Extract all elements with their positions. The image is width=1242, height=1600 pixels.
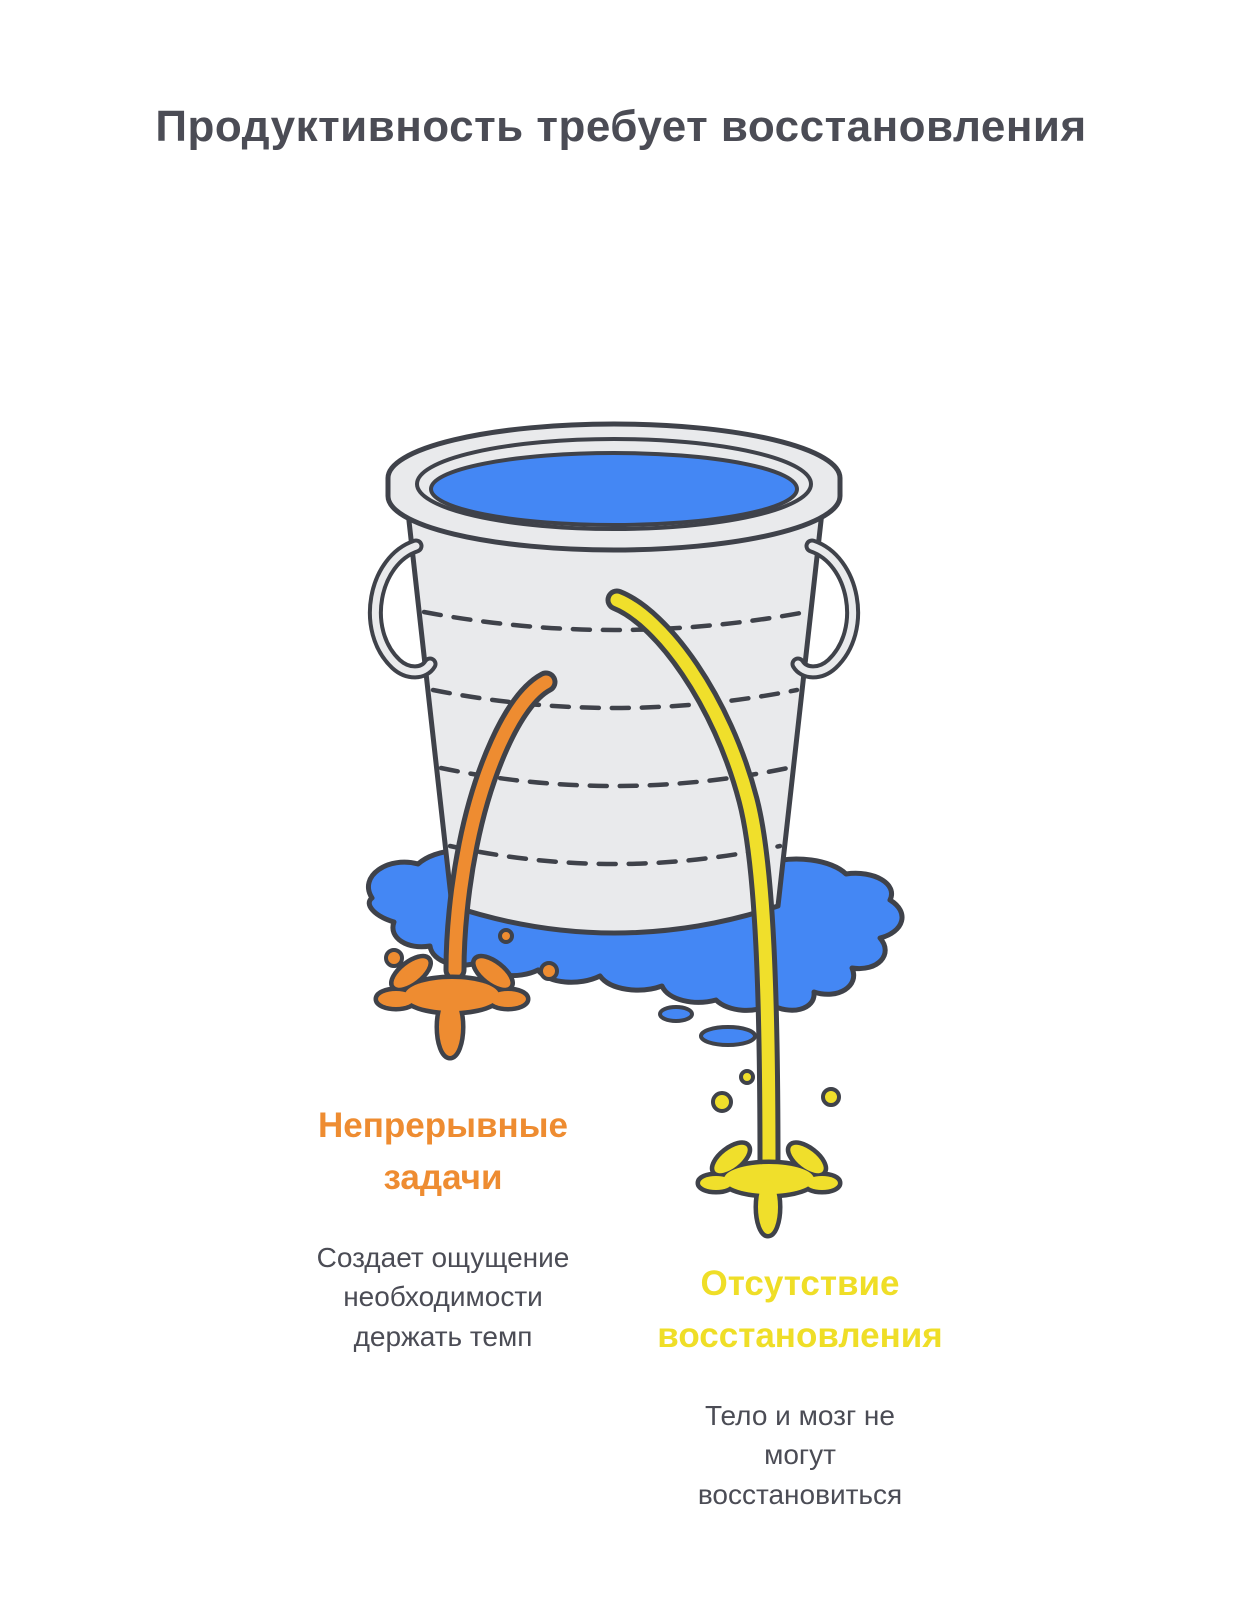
no-recovery-heading: Отсутствие восстановления — [657, 1264, 943, 1355]
bucket-icon — [367, 421, 861, 936]
yellow-droplet-icon — [739, 1069, 755, 1085]
puddle-blob — [699, 1025, 757, 1047]
orange-droplet-icon — [498, 928, 514, 944]
orange-droplet-icon — [539, 961, 559, 981]
bucket-dashed-line — [421, 609, 809, 633]
continuous-tasks-description: Создает ощущение необходимости держать т… — [316, 1241, 570, 1353]
bucket-handle-left — [367, 538, 438, 680]
page-title: Продуктивность требует восстановления — [155, 102, 1087, 151]
bucket-dashed-line — [447, 843, 783, 867]
continuous-tasks-stream-icon — [378, 670, 559, 1056]
bucket-body — [408, 512, 822, 933]
bucket-dashed-line — [430, 687, 800, 711]
yellow-droplet-icon — [711, 1091, 733, 1113]
no-recovery-label: Отсутствие восстановления Тело и мозг не… — [640, 1240, 960, 1533]
puddle-blob — [658, 1005, 694, 1023]
yellow-droplet-icon — [821, 1087, 841, 1107]
continuous-tasks-heading: Непрерывные задачи — [317, 1106, 568, 1197]
bucket-handle-right — [790, 538, 861, 680]
no-recovery-description: Тело и мозг не могут восстановиться — [697, 1399, 903, 1511]
bucket-water — [429, 451, 799, 527]
orange-droplet-icon — [384, 948, 404, 968]
no-recovery-stream-icon — [605, 588, 841, 1234]
continuous-tasks-label: Непрерывные задачи Создает ощущение необ… — [283, 1082, 603, 1375]
